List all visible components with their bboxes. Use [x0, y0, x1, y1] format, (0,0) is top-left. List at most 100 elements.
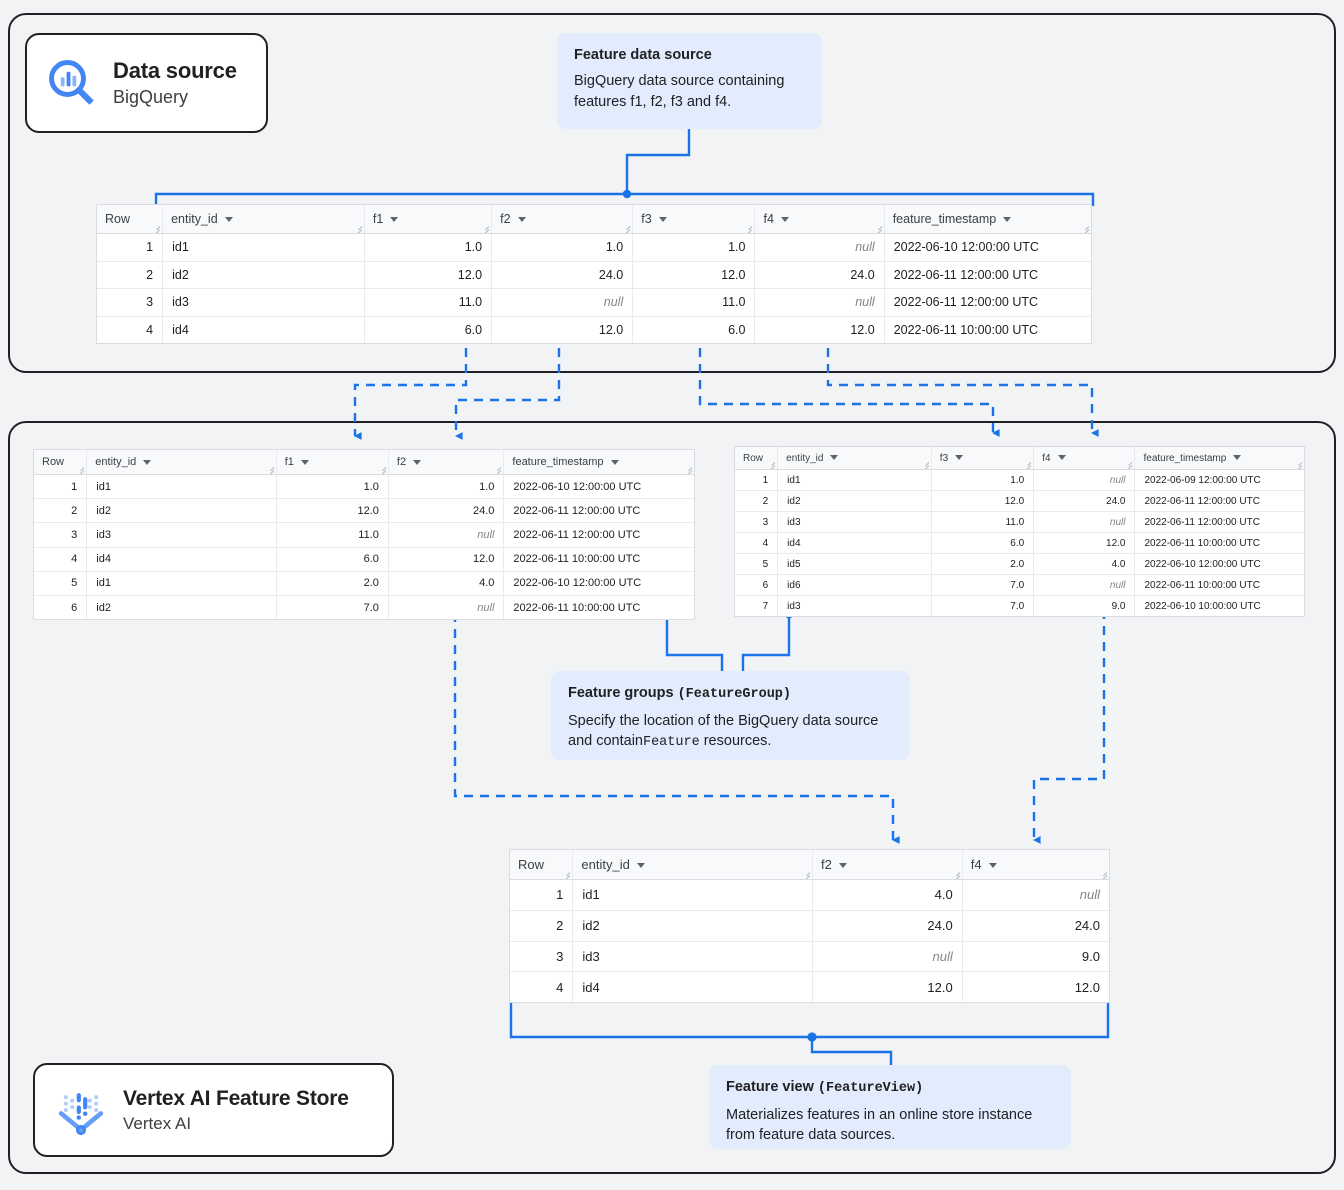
column-header-row[interactable]: Row	[735, 447, 779, 470]
table-cell: 1	[34, 474, 88, 500]
chevron-down-icon[interactable]	[636, 863, 645, 869]
table-cell: 6.0	[632, 316, 756, 343]
column-header-row[interactable]: Row	[97, 205, 164, 234]
column-header-entity_id[interactable]: entity_id	[86, 450, 277, 475]
column-resize-grip[interactable]	[683, 464, 693, 474]
column-resize-grip[interactable]	[75, 464, 85, 474]
column-resize-grip[interactable]	[621, 223, 631, 233]
column-resize-grip[interactable]	[1098, 869, 1108, 879]
chevron-down-icon[interactable]	[413, 459, 422, 465]
column-resize-grip[interactable]	[151, 223, 161, 233]
chevron-down-icon[interactable]	[224, 217, 233, 223]
chevron-down-icon[interactable]	[143, 459, 152, 465]
column-header-entity_id[interactable]: entity_id	[162, 205, 365, 234]
column-header-f2[interactable]: f2	[812, 850, 963, 880]
column-header-entity_id[interactable]: entity_id	[572, 850, 813, 880]
chevron-down-icon[interactable]	[838, 863, 847, 869]
column-header-f2[interactable]: f2	[491, 205, 634, 234]
table-cell: 2022-06-11 12:00:00 UTC	[1134, 511, 1304, 533]
column-resize-grip[interactable]	[1080, 223, 1090, 233]
chevron-down-icon[interactable]	[988, 863, 997, 869]
column-header-f4[interactable]: f4	[754, 205, 885, 234]
column-resize-grip[interactable]	[766, 459, 776, 469]
column-resize-grip[interactable]	[1123, 459, 1133, 469]
column-resize-grip[interactable]	[920, 459, 930, 469]
column-header-f3[interactable]: f3	[632, 205, 756, 234]
column-header-row[interactable]: Row	[510, 850, 574, 880]
column-resize-grip[interactable]	[561, 869, 571, 879]
column-resize-grip[interactable]	[801, 869, 811, 879]
column-header-feature_timestamp[interactable]: feature_timestamp	[1134, 447, 1304, 470]
chevron-down-icon[interactable]	[390, 217, 399, 223]
column-header-f4[interactable]: f4	[962, 850, 1109, 880]
column-resize-grip[interactable]	[1022, 459, 1032, 469]
table-cell: 2022-06-10 12:00:00 UTC	[503, 571, 694, 596]
column-resize-grip[interactable]	[743, 223, 753, 233]
column-resize-grip[interactable]	[873, 223, 883, 233]
column-header-row[interactable]: Row	[34, 450, 88, 475]
callout-feature-data-source-body: BigQuery data source containing features…	[574, 73, 785, 110]
chevron-down-icon[interactable]	[1057, 455, 1066, 461]
chevron-down-icon[interactable]	[517, 217, 526, 223]
column-header-f1[interactable]: f1	[364, 205, 493, 234]
table-cell: null	[812, 941, 963, 973]
null-value: null	[855, 240, 875, 255]
table-cell: 24.0	[812, 910, 963, 942]
column-resize-grip[interactable]	[480, 223, 490, 233]
chevron-down-icon[interactable]	[1233, 455, 1242, 461]
column-resize-grip[interactable]	[377, 464, 387, 474]
table-cell: 11.0	[931, 511, 1035, 533]
table-cell: 2022-06-11 10:00:00 UTC	[1134, 574, 1304, 596]
chevron-down-icon[interactable]	[658, 217, 667, 223]
column-resize-grip[interactable]	[265, 464, 275, 474]
column-header-f2[interactable]: f2	[388, 450, 505, 475]
column-header-feature_timestamp[interactable]: feature_timestamp	[503, 450, 694, 475]
column-header-label: f2	[396, 456, 407, 468]
column-header-label: f2	[500, 212, 511, 226]
table-cell: 4	[97, 316, 164, 343]
column-resize-grip[interactable]	[1293, 459, 1303, 469]
chevron-down-icon[interactable]	[780, 217, 789, 223]
column-header-f1[interactable]: f1	[276, 450, 389, 475]
chevron-down-icon[interactable]	[955, 455, 964, 461]
badge-vertex-text: Vertex AI Feature Store Vertex AI	[123, 1087, 349, 1133]
chevron-down-icon[interactable]	[830, 455, 839, 461]
chevron-down-icon[interactable]	[610, 459, 619, 465]
column-resize-grip[interactable]	[492, 464, 502, 474]
column-header-feature_timestamp[interactable]: feature_timestamp	[884, 205, 1091, 234]
column-header-label: f3	[939, 452, 949, 464]
column-header-entity_id[interactable]: entity_id	[777, 447, 932, 470]
column-header-f3[interactable]: f3	[931, 447, 1035, 470]
column-header-f4[interactable]: f4	[1033, 447, 1136, 470]
chevron-down-icon[interactable]	[300, 459, 309, 465]
column-resize-grip[interactable]	[951, 869, 961, 879]
table-cell: 6.0	[364, 316, 493, 343]
chevron-down-icon[interactable]	[1003, 217, 1012, 223]
column-resize-grip[interactable]	[353, 223, 363, 233]
